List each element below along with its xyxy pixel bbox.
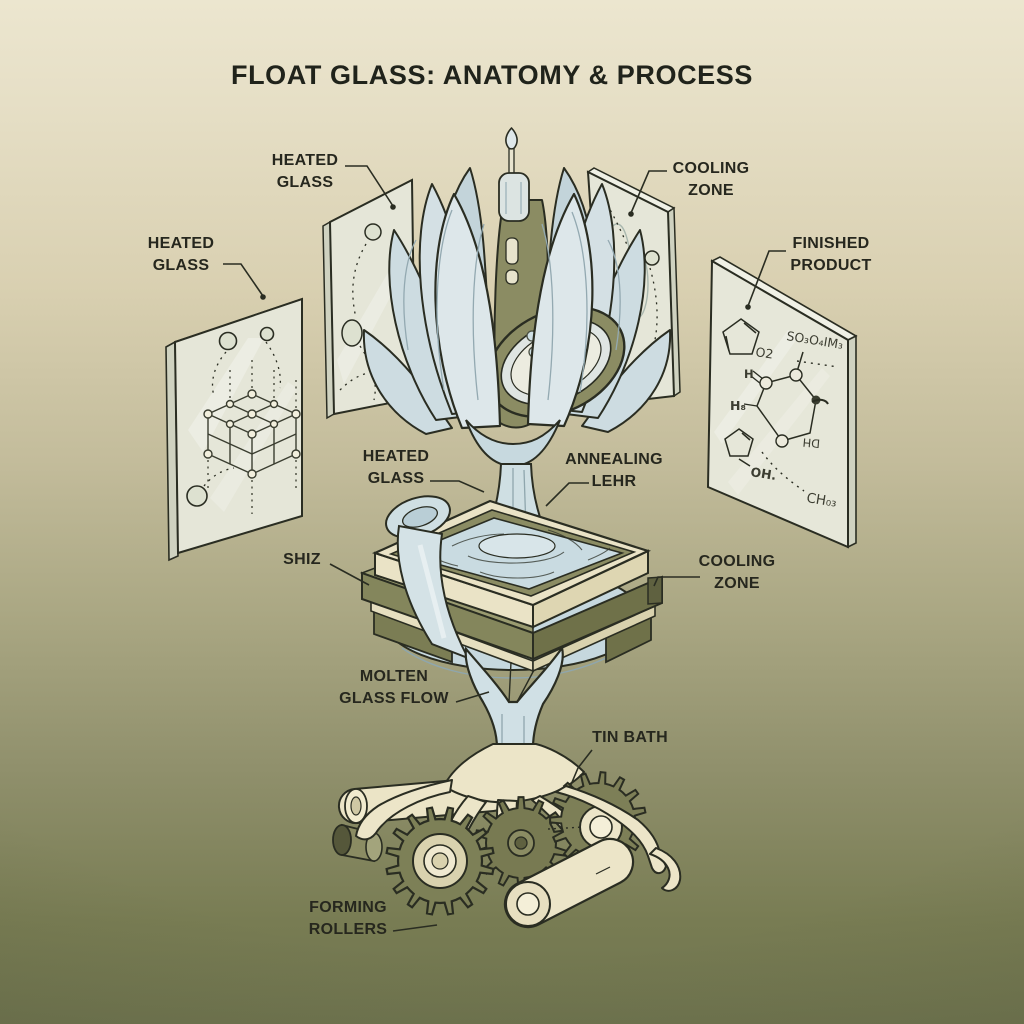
panel-hole (186, 485, 208, 507)
leader-cooling-zone-top (630, 170, 667, 214)
pentagon-ring-2 (724, 428, 754, 467)
annealing-lehr-assembly (359, 495, 663, 679)
callout-annealing-lehr: ANNEALING LEHR (565, 451, 663, 490)
front-roller (503, 837, 635, 929)
petal (526, 192, 594, 428)
callout-tin-bath: TIN BATH (592, 729, 668, 746)
leader-heated-glass-center (430, 480, 485, 493)
interior-slot (505, 237, 519, 265)
callout-heated-glass-top: HEATED GLASS (271, 152, 339, 191)
callout-molten-glass-flow: MOLTEN GLASS FLOW (339, 668, 449, 707)
callout-heated-glass-left: HEATED GLASS (147, 235, 215, 274)
finished-product-panel: SO₃O₄IM₃ O2 H H₈ OH. DH CH₀₃ (706, 256, 858, 549)
heated-glass-panel-far-left (165, 297, 303, 562)
callout-heated-glass-center: HEATED GLASS (362, 448, 430, 487)
gears (385, 771, 647, 916)
pour-splash (478, 533, 556, 559)
panel-hole (259, 326, 275, 342)
formula-o2: O2 (755, 344, 775, 362)
leader-finished-product (747, 250, 786, 307)
callout-finished-product: FINISHED PRODUCT (790, 235, 872, 274)
tin-bath-machine (332, 743, 682, 929)
leader-tin-bath (569, 749, 593, 788)
leader-annealing-lehr (545, 482, 589, 507)
dotted-trails (599, 191, 658, 353)
petal (434, 192, 502, 430)
poster-title: FLOAT GLASS: ANATOMY & PROCESS (230, 60, 754, 90)
dotted-trails (203, 341, 282, 487)
crystal-lattice-icon (203, 358, 301, 514)
callout-leader-lines (223, 165, 786, 932)
callout-cooling-zone-top: COOLING ZONE (672, 160, 750, 199)
leader-cooling-zone-right (653, 576, 700, 587)
panel-hole (364, 223, 382, 241)
liquid-swirls (429, 529, 611, 579)
interior-slot (505, 269, 519, 285)
molten-glass-column (464, 645, 564, 750)
leader-shiz (329, 563, 370, 586)
panel-hole (644, 250, 660, 266)
root-arm-left (355, 779, 453, 841)
panel-hole (218, 331, 238, 351)
callout-forming-rollers: FORMING ROLLERS (308, 899, 388, 938)
hexagon-molecule (743, 351, 829, 448)
leader-forming-rollers (392, 924, 438, 932)
root-tendril (555, 785, 682, 892)
leader-heated-glass-top (345, 165, 394, 207)
petal-detail-lines (403, 209, 621, 401)
leader-molten-glass-flow (455, 691, 490, 703)
formula-oh: OH. (750, 464, 778, 483)
center-knob (498, 172, 530, 222)
leader-heated-glass-left (223, 263, 264, 297)
formula-dh: DH (802, 435, 821, 450)
panel-hole (341, 319, 363, 347)
callout-cooling-zone-right: COOLING ZONE (698, 553, 776, 592)
callout-shiz: SHIZ (283, 551, 321, 568)
glass-flower (362, 127, 672, 435)
formula-h: H (744, 367, 754, 381)
formula-ch03: CH₀₃ (805, 490, 838, 511)
glass-droplet (505, 127, 518, 150)
formula-h8: H₈ (730, 398, 746, 413)
pentagon-ring-1 (722, 318, 760, 355)
dotted-trails (339, 243, 379, 401)
